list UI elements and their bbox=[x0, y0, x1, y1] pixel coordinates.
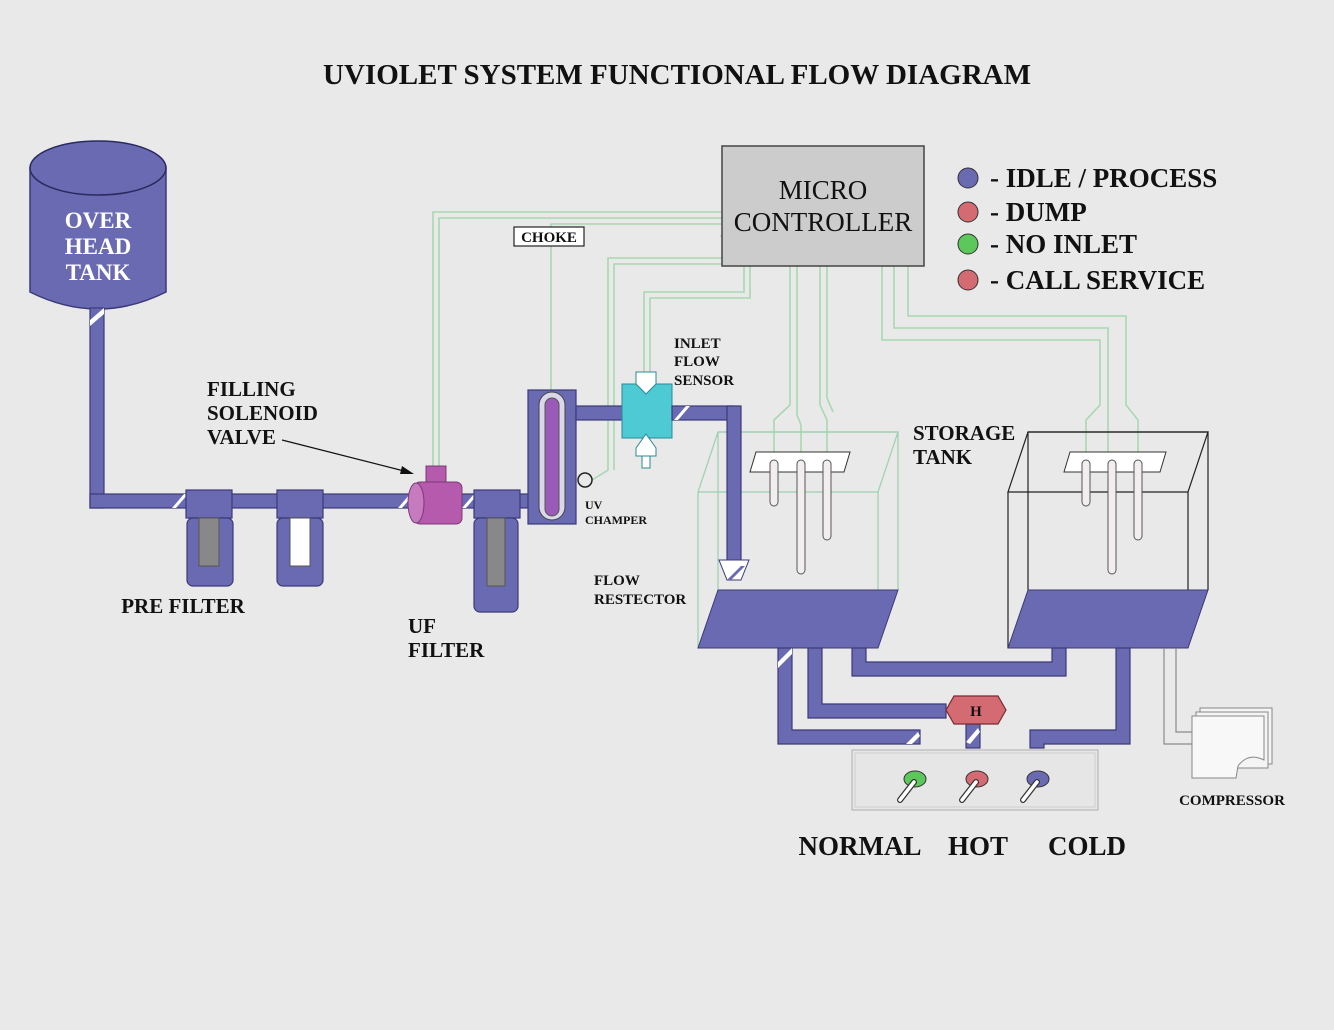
filling-valve-pointer-arrow bbox=[281, 439, 414, 474]
outlet-label-cold: COLD bbox=[1048, 831, 1126, 861]
overhead-tank-label-2: HEAD bbox=[65, 234, 131, 259]
storage-tank-label-2: TANK bbox=[913, 445, 973, 469]
inlet-flow-sensor bbox=[621, 371, 735, 469]
legend-label-dump: - DUMP bbox=[990, 197, 1087, 227]
overhead-tank-label-1: OVER bbox=[65, 208, 132, 233]
legend-dot-no-inlet bbox=[957, 233, 979, 255]
tap-hot[interactable] bbox=[959, 770, 989, 803]
choke-box: CHOKE bbox=[513, 226, 585, 247]
uv-chamber-label-1: UV bbox=[585, 498, 603, 512]
heater: H bbox=[945, 695, 1007, 725]
pre-filter-label: PRE FILTER bbox=[121, 594, 245, 618]
uv-chamber bbox=[527, 389, 625, 525]
storage-tank-label-1: STORAGE bbox=[913, 421, 1015, 445]
micro-controller-label-2: CONTROLLER bbox=[734, 207, 913, 237]
micro-controller: MICRO CONTROLLER bbox=[721, 145, 925, 267]
uf-filter-label-1: UF bbox=[408, 614, 436, 638]
legend-dot-call-service bbox=[957, 269, 979, 291]
inlet-flow-sensor-label-3: SENSOR bbox=[674, 373, 734, 389]
legend: - IDLE / PROCESS - DUMP - NO INLET - CAL… bbox=[957, 163, 1217, 295]
legend-label-no-inlet: - NO INLET bbox=[990, 229, 1137, 259]
outlet-pipes bbox=[777, 647, 1196, 749]
inlet-flow-sensor-label-2: FLOW bbox=[674, 354, 720, 370]
control-wires bbox=[432, 211, 1139, 481]
legend-label-idle: - IDLE / PROCESS bbox=[990, 163, 1217, 193]
inlet-flow-sensor-label-1: INLET bbox=[674, 336, 721, 352]
flow-restrictor-label-1: FLOW bbox=[594, 573, 640, 589]
filling-valve-label-1: FILLING bbox=[207, 377, 296, 401]
legend-dot-dump bbox=[957, 201, 979, 223]
uf-filter bbox=[473, 489, 521, 613]
heater-label: H bbox=[970, 704, 982, 720]
flow-restrictor-label-2: RESTECTOR bbox=[594, 592, 686, 608]
pre-filter-1 bbox=[185, 489, 234, 587]
tap-cold[interactable] bbox=[1020, 770, 1050, 803]
legend-label-call-service: - CALL SERVICE bbox=[990, 265, 1205, 295]
compressor-label: COMPRESSOR bbox=[1179, 793, 1285, 809]
uf-filter-label-2: FILTER bbox=[408, 638, 485, 662]
uv-chamber-label-2: CHAMPER bbox=[585, 513, 647, 527]
overhead-tank-label-3: TANK bbox=[66, 260, 131, 285]
overhead-tank: OVER HEAD TANK bbox=[29, 140, 167, 310]
filling-solenoid-valve bbox=[407, 465, 463, 525]
compressor bbox=[1191, 707, 1273, 779]
storage-tank-1 bbox=[697, 405, 899, 649]
diagram-title: UVIOLET SYSTEM FUNCTIONAL FLOW DIAGRAM bbox=[323, 59, 1031, 91]
choke-label: CHOKE bbox=[521, 230, 577, 246]
filling-valve-label-3: VALVE bbox=[207, 425, 276, 449]
outlet-label-hot: HOT bbox=[948, 831, 1008, 861]
storage-tank-2 bbox=[1007, 431, 1209, 649]
legend-dot-idle bbox=[957, 167, 979, 189]
filling-valve-label-2: SOLENOID bbox=[207, 401, 318, 425]
pre-filter-2 bbox=[276, 489, 324, 587]
micro-controller-label-1: MICRO bbox=[779, 175, 868, 205]
outlet-label-normal: NORMAL bbox=[799, 831, 922, 861]
tap-normal[interactable] bbox=[897, 770, 927, 803]
